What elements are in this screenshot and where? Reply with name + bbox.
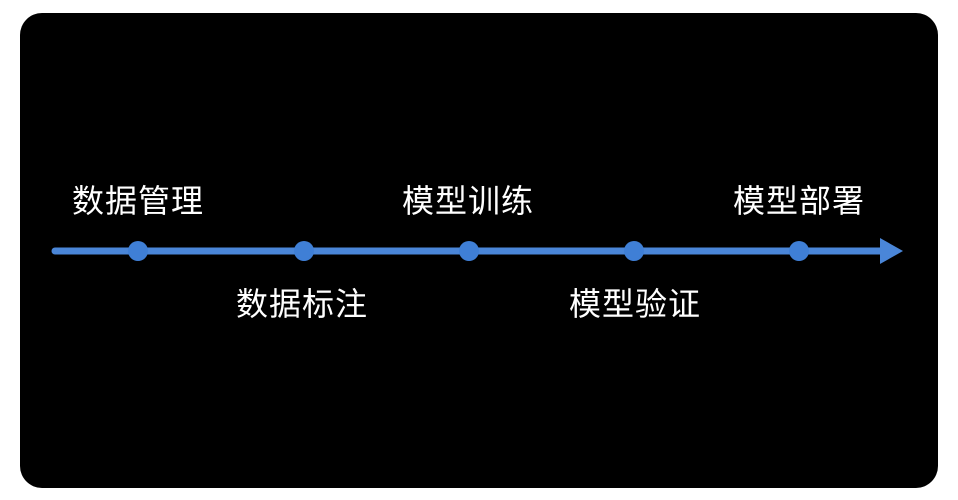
step-label-1: 数据管理 <box>71 182 205 220</box>
step-label-4: 模型验证 <box>568 285 702 323</box>
step-dot-4 <box>624 241 644 261</box>
step-dot-5 <box>789 241 809 261</box>
step-label-5: 模型部署 <box>732 182 866 220</box>
step-label-3: 模型训练 <box>401 182 535 220</box>
step-dot-3 <box>459 241 479 261</box>
step-dot-2 <box>294 241 314 261</box>
step-dot-1 <box>128 241 148 261</box>
timeline-arrowhead-icon <box>880 238 903 264</box>
step-label-2: 数据标注 <box>235 285 369 323</box>
